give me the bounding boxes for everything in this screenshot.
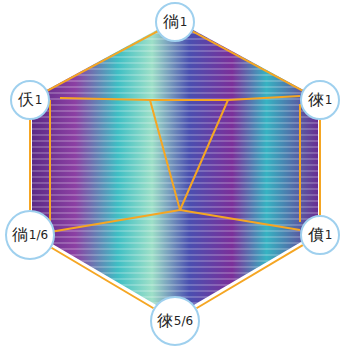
vertex-number: 1/6 <box>29 229 48 241</box>
vertex-circle: 仸1 <box>10 80 50 120</box>
vertex-number: 1 <box>325 94 333 106</box>
vertex-number: 1 <box>35 94 43 106</box>
vertex-character: 徜 <box>163 14 179 30</box>
hexagon-edge <box>52 248 154 308</box>
vertex-circle: 僨1 <box>300 215 340 255</box>
hexagon-edge <box>193 31 303 90</box>
vertex-circle: 徠1 <box>300 80 340 120</box>
vertex-character: 徜 <box>12 227 28 243</box>
vertex-number: 1 <box>325 229 333 241</box>
hexagon-edge <box>197 245 303 308</box>
vertex-character: 僨 <box>308 227 324 243</box>
hexagon-edge <box>320 120 321 215</box>
vertex-number: 1 <box>180 16 188 28</box>
vertex-character: 仸 <box>18 92 34 108</box>
vertex-circle: 徜1 <box>155 2 195 42</box>
vertex-character: 徠 <box>308 92 324 108</box>
vertex-circle: 徠5/6 <box>150 296 200 346</box>
vertex-circle: 徜1/6 <box>5 210 55 260</box>
vertex-character: 徠 <box>157 313 173 329</box>
hexagon-edge <box>48 31 158 90</box>
vertex-number: 5/6 <box>174 315 193 327</box>
hexagon-edge <box>30 120 31 210</box>
